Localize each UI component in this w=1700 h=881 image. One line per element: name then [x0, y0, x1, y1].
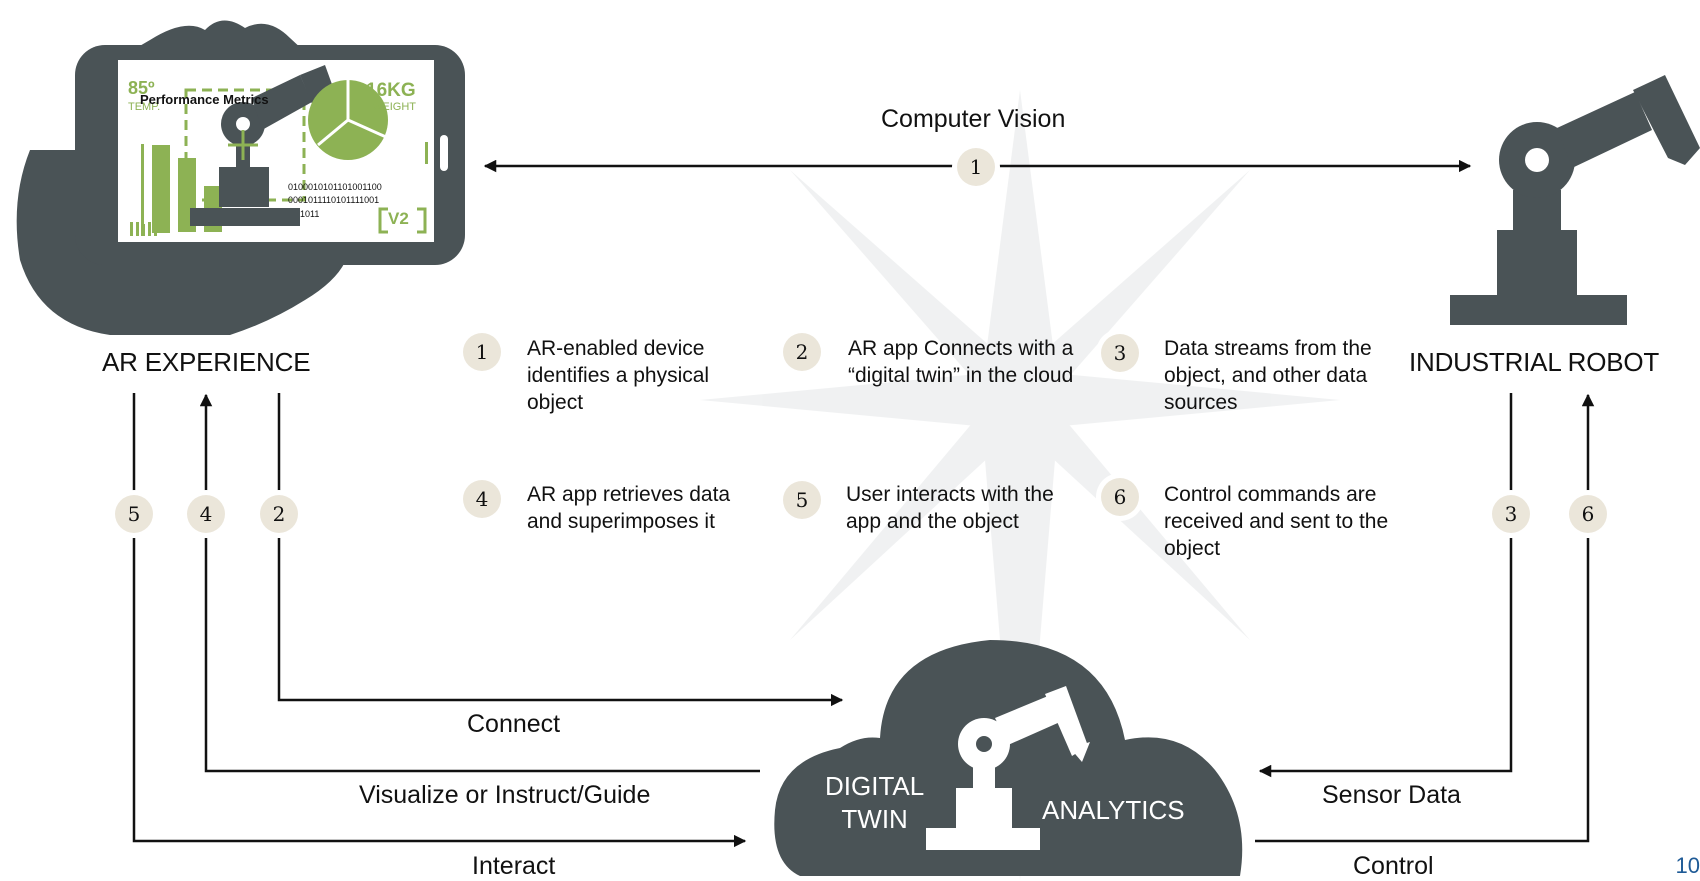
industrial-robot-icon	[1450, 75, 1700, 325]
step-1-text: AR-enabled device identifies a physical …	[527, 337, 710, 414]
control-label: Control	[1353, 852, 1434, 880]
interact-arrow	[132, 538, 747, 848]
digital-twin-cloud-icon	[774, 640, 1243, 876]
visualize-label: Visualize or Instruct/Guide	[359, 781, 651, 809]
ar-experience-title: AR EXPERIENCE	[102, 347, 311, 377]
step-6-badge: 6	[1101, 478, 1139, 516]
binary-line-1: 0100010101101001100	[288, 182, 382, 192]
step-4-badge: 4	[463, 480, 501, 518]
analytics-label: ANALYTICS	[1042, 795, 1185, 825]
step-6-text: Control commands are received and sent t…	[1164, 483, 1389, 560]
ar-phone-hand-icon	[16, 20, 465, 335]
sensor-data-arrow	[1258, 538, 1513, 778]
version-badge: V2	[388, 209, 409, 228]
step-1-badge: 1	[463, 333, 501, 371]
industrial-robot-title: INDUSTRIAL ROBOT	[1409, 347, 1660, 377]
digital-twin-label: DIGITAL TWIN	[825, 771, 925, 834]
step-3-badge: 3	[1101, 334, 1139, 372]
step-2-badge: 2	[783, 333, 821, 371]
weight-label: WEIGHT	[372, 101, 416, 113]
compass-watermark	[700, 90, 1340, 880]
binary-line-2: 0001011110101111001	[288, 195, 380, 205]
badge-right-6: 6	[1569, 495, 1607, 533]
temp-label: TEMP.	[128, 101, 161, 113]
binary-line-3: 1011	[300, 209, 320, 219]
badge-left-5: 5	[115, 495, 153, 533]
visualize-arrow	[204, 538, 760, 773]
badge-left-4: 4	[187, 495, 225, 533]
page-number: 10	[1675, 853, 1700, 878]
connect-label: Connect	[467, 710, 561, 738]
badge-left-2: 2	[260, 495, 298, 533]
sensor-data-label: Sensor Data	[1322, 781, 1461, 809]
interact-label: Interact	[472, 852, 556, 880]
metric-title: Performance Metrics	[140, 92, 269, 107]
step-2-text: AR app Connects with a “digital twin” in…	[848, 337, 1074, 387]
connect-arrow	[277, 538, 844, 707]
temp-value: 85º	[128, 78, 155, 98]
weight-value: 16KG	[366, 80, 416, 101]
step-5-badge: 5	[783, 481, 821, 519]
step-4-text: AR app retrieves data and superimposes i…	[527, 483, 731, 533]
step-5-text: User interacts with the app and the obje…	[846, 483, 1054, 533]
badge-right-3: 3	[1492, 495, 1530, 533]
computer-vision-label: Computer Vision	[881, 105, 1066, 133]
badge-computer-vision: 1	[957, 148, 995, 186]
control-arrow	[1255, 538, 1590, 843]
step-3-text: Data streams from the object, and other …	[1164, 337, 1372, 414]
